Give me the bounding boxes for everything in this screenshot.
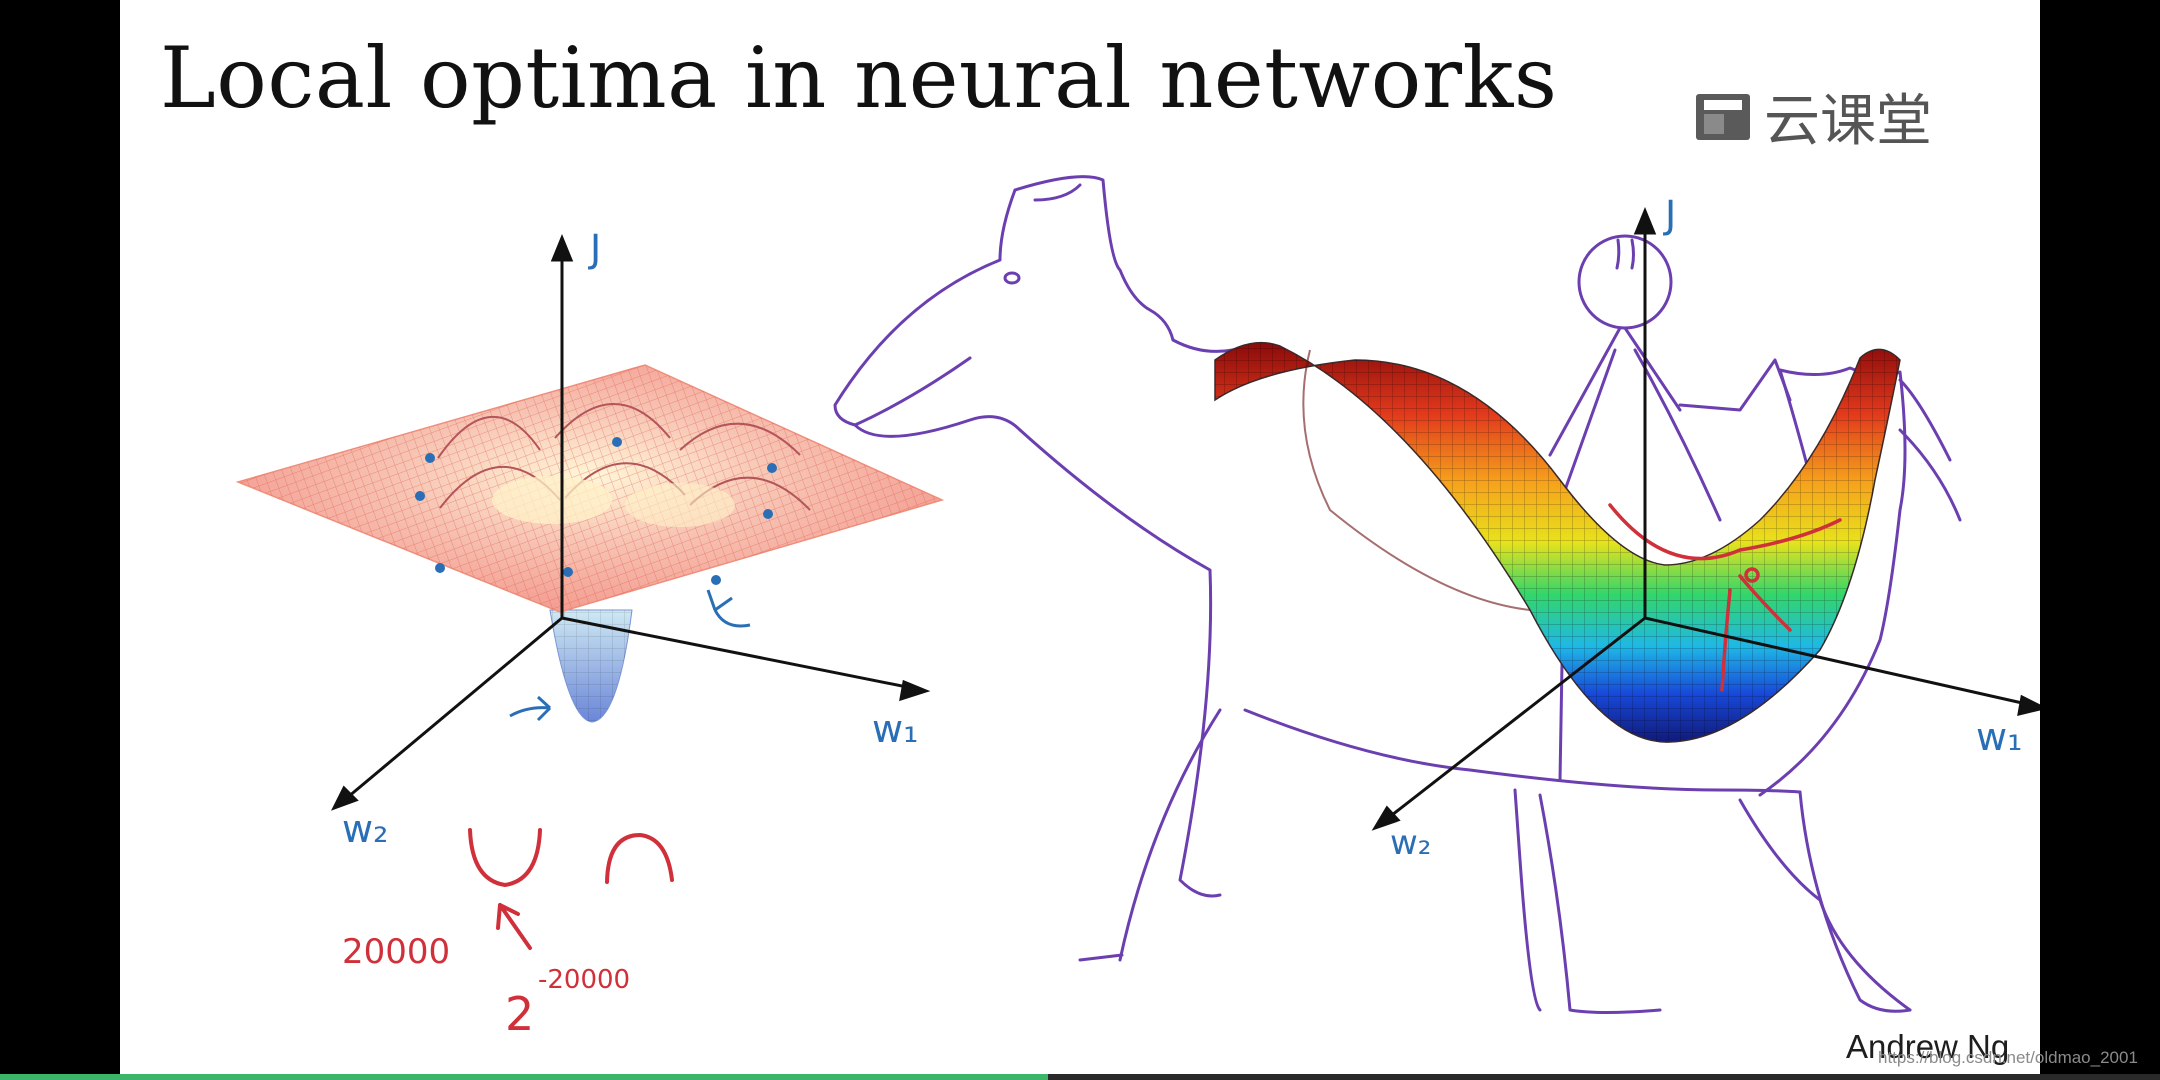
watermark-url: https://blog.csdn.net/oldmao_2001 [1878,1048,2138,1067]
concave-cap-sketch [605,832,674,884]
left-axis-label-w2: w₂ [342,807,388,851]
pointer-arrow [496,903,532,950]
left-axis-label-w1: w₁ [872,707,918,751]
dimension-count: 20000 [342,932,450,972]
brand-name: 云课堂 [1764,89,1932,154]
right-axes [1371,207,2040,831]
horse-sketch [833,175,1962,1014]
brand-logo: 云课堂 [1692,76,1932,157]
arrow-to-local-optimum [706,589,751,628]
book-icon [1696,93,1750,140]
local-minima-markers [415,437,777,585]
slide-illustration: J w₁ w₂ 20000 2 -20000 [235,175,2040,1041]
probability-exponent: -20000 [538,965,630,995]
right-axis-label-w2: w₂ [1390,823,1431,863]
convex-cup-sketch [468,828,542,888]
convexity-annotations [468,828,674,950]
probability-base: 2 [505,987,534,1041]
video-progress-fill [0,1074,1048,1080]
right-axis-label-w1: w₁ [1976,715,2022,759]
left-axis-label-j: J [588,227,601,271]
stick-figure-head [1577,234,1673,330]
arrow-to-global-minimum [509,695,552,722]
saddle-surface [1214,341,1901,743]
slide: Local optima in neural networks 云课堂 [120,0,2040,1074]
right-axis-label-j: J [1663,193,1676,237]
left-surface-plot: J w₁ w₂ [235,227,945,851]
slide-title: Local optima in neural networks [160,29,1558,127]
left-axes [330,234,931,811]
stick-figure [1548,234,1722,782]
author-credit: Andrew Ng [1846,1028,2010,1065]
video-progress-bar[interactable] [0,1074,2160,1080]
